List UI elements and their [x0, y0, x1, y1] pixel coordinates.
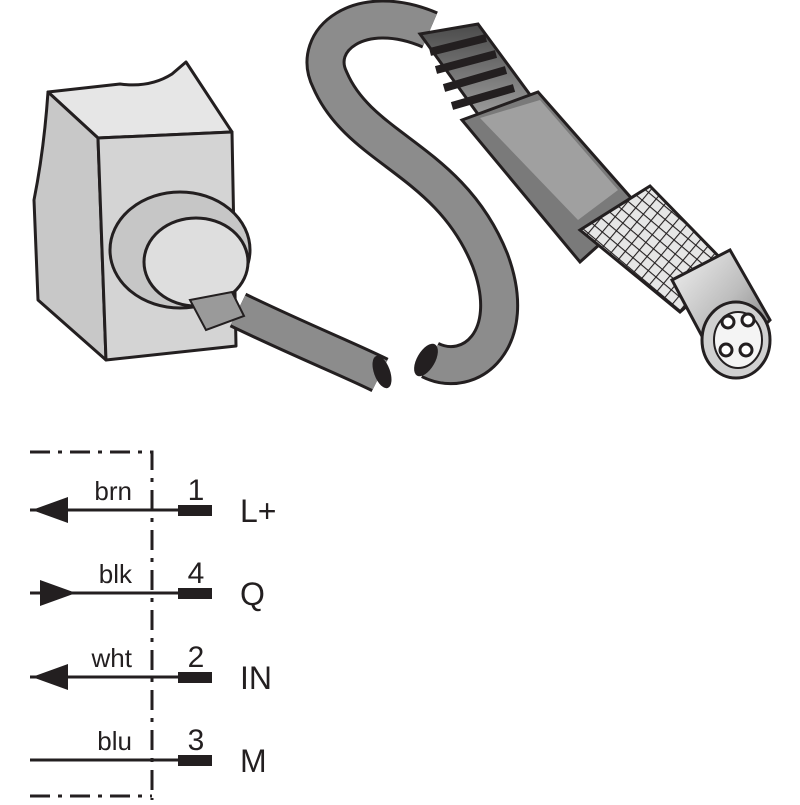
signal-name: IN — [240, 660, 272, 696]
housing-socket — [108, 190, 252, 332]
wire-row: wht 2IN — [30, 641, 272, 696]
connector-plug — [417, 22, 772, 380]
wire-row: blk 4Q — [30, 557, 265, 612]
connector-pins — [718, 312, 756, 358]
arrow-left — [32, 497, 68, 523]
cable — [229, 0, 520, 393]
signal-name: M — [240, 743, 267, 779]
arrow-right — [40, 580, 76, 606]
wire-color-label: blu — [97, 726, 132, 756]
wire-row: blu 3M — [30, 724, 267, 779]
boundary-dashdot-top — [30, 450, 154, 800]
wire-color-label: wht — [91, 643, 133, 673]
terminal — [178, 505, 212, 516]
signal-name: L+ — [240, 493, 276, 529]
pin-number: 1 — [188, 474, 205, 507]
wire-color-label: brn — [94, 476, 132, 506]
wire-row: brn 1L+ — [30, 474, 276, 529]
pin-number: 2 — [188, 641, 205, 674]
pin-number: 3 — [188, 724, 205, 757]
terminal — [178, 672, 212, 683]
signal-name: Q — [240, 576, 265, 612]
pin-number: 4 — [188, 557, 205, 590]
arrow-left — [32, 664, 68, 690]
terminal — [178, 755, 212, 766]
wire-color-label: blk — [99, 559, 133, 589]
terminal — [178, 588, 212, 599]
